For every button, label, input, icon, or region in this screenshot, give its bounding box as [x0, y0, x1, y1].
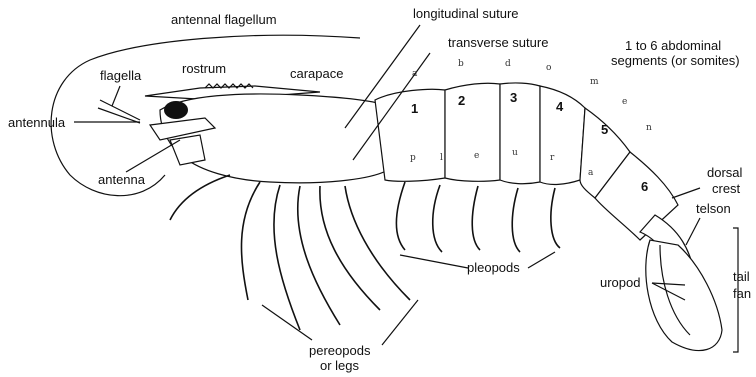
third-maxilliped — [170, 175, 230, 220]
label-transverse-suture: transverse suture — [448, 35, 548, 50]
abdominal-segment-3 — [500, 83, 540, 184]
diagram-letter: n — [646, 123, 652, 133]
uropod-outer — [646, 240, 722, 351]
abdominal-segment-2 — [445, 83, 500, 181]
diagram-letter: r — [550, 153, 555, 163]
pereopod-1 — [241, 182, 260, 300]
diagram-letter: p — [410, 153, 416, 163]
segment-number-6: 6 — [641, 179, 648, 194]
label-dorsal: dorsal — [707, 165, 743, 180]
pleopod-5 — [551, 188, 560, 248]
diagram-letter: a — [588, 168, 594, 178]
eye — [164, 101, 188, 119]
label-tail: tail — [733, 269, 750, 284]
leader-antenna — [126, 140, 180, 172]
label-pereopods: pereopods — [309, 343, 371, 358]
label-pleopods: pleopods — [467, 260, 520, 275]
label-antennal-flagellum: antennal flagellum — [171, 12, 277, 27]
label-segments-line1: 1 to 6 abdominal — [625, 38, 721, 53]
segment-number-4: 4 — [556, 99, 564, 114]
abdominal-segment-1 — [375, 89, 445, 181]
label-antennula: antennula — [8, 115, 66, 130]
diagram-letter: u — [512, 148, 518, 158]
pereopod-2 — [274, 185, 300, 330]
label-longitudinal-suture: longitudinal suture — [413, 6, 519, 21]
pleopod-2 — [433, 185, 442, 252]
leader-pleopods-right — [528, 252, 555, 268]
leader-pereopods-right — [382, 300, 418, 345]
pleopod-4 — [512, 188, 520, 252]
diagram-letter: m — [590, 77, 599, 87]
flagella-line-1 — [100, 100, 140, 120]
label-segments-line2: segments (or somites) — [611, 53, 740, 68]
flagella-line-2 — [98, 108, 140, 123]
diagram-letter: b — [458, 59, 464, 69]
label-crest: crest — [712, 181, 741, 196]
leader-telson — [686, 218, 700, 245]
mouthparts — [170, 135, 205, 165]
segment-number-2: 2 — [458, 93, 465, 108]
leader-pereopods-left — [262, 305, 312, 340]
diagram-letter: d — [505, 59, 511, 69]
leader-dorsal-crest — [672, 188, 700, 198]
segment-number-3: 3 — [510, 90, 517, 105]
diagram-letter: l — [440, 153, 443, 163]
label-rostrum: rostrum — [182, 61, 226, 76]
diagram-letter: e — [474, 151, 479, 161]
segment-number-1: 1 — [411, 101, 418, 116]
label-or-legs: or legs — [320, 358, 360, 373]
label-antenna: antenna — [98, 172, 146, 187]
label-uropod: uropod — [600, 275, 640, 290]
pleopod-1 — [396, 182, 405, 250]
segment-number-5: 5 — [601, 122, 608, 137]
diagram-letter: e — [622, 97, 627, 107]
label-carapace: carapace — [290, 66, 343, 81]
pereopod-3 — [298, 186, 340, 325]
label-fan: fan — [733, 286, 751, 301]
pereopod-4 — [320, 186, 380, 310]
diagram-letter: o — [546, 63, 551, 73]
leader-pleopods-left — [400, 255, 468, 268]
label-telson: telson — [696, 201, 731, 216]
label-flagella: flagella — [100, 68, 142, 83]
pleopod-3 — [472, 186, 480, 250]
leader-flagella — [112, 86, 120, 106]
